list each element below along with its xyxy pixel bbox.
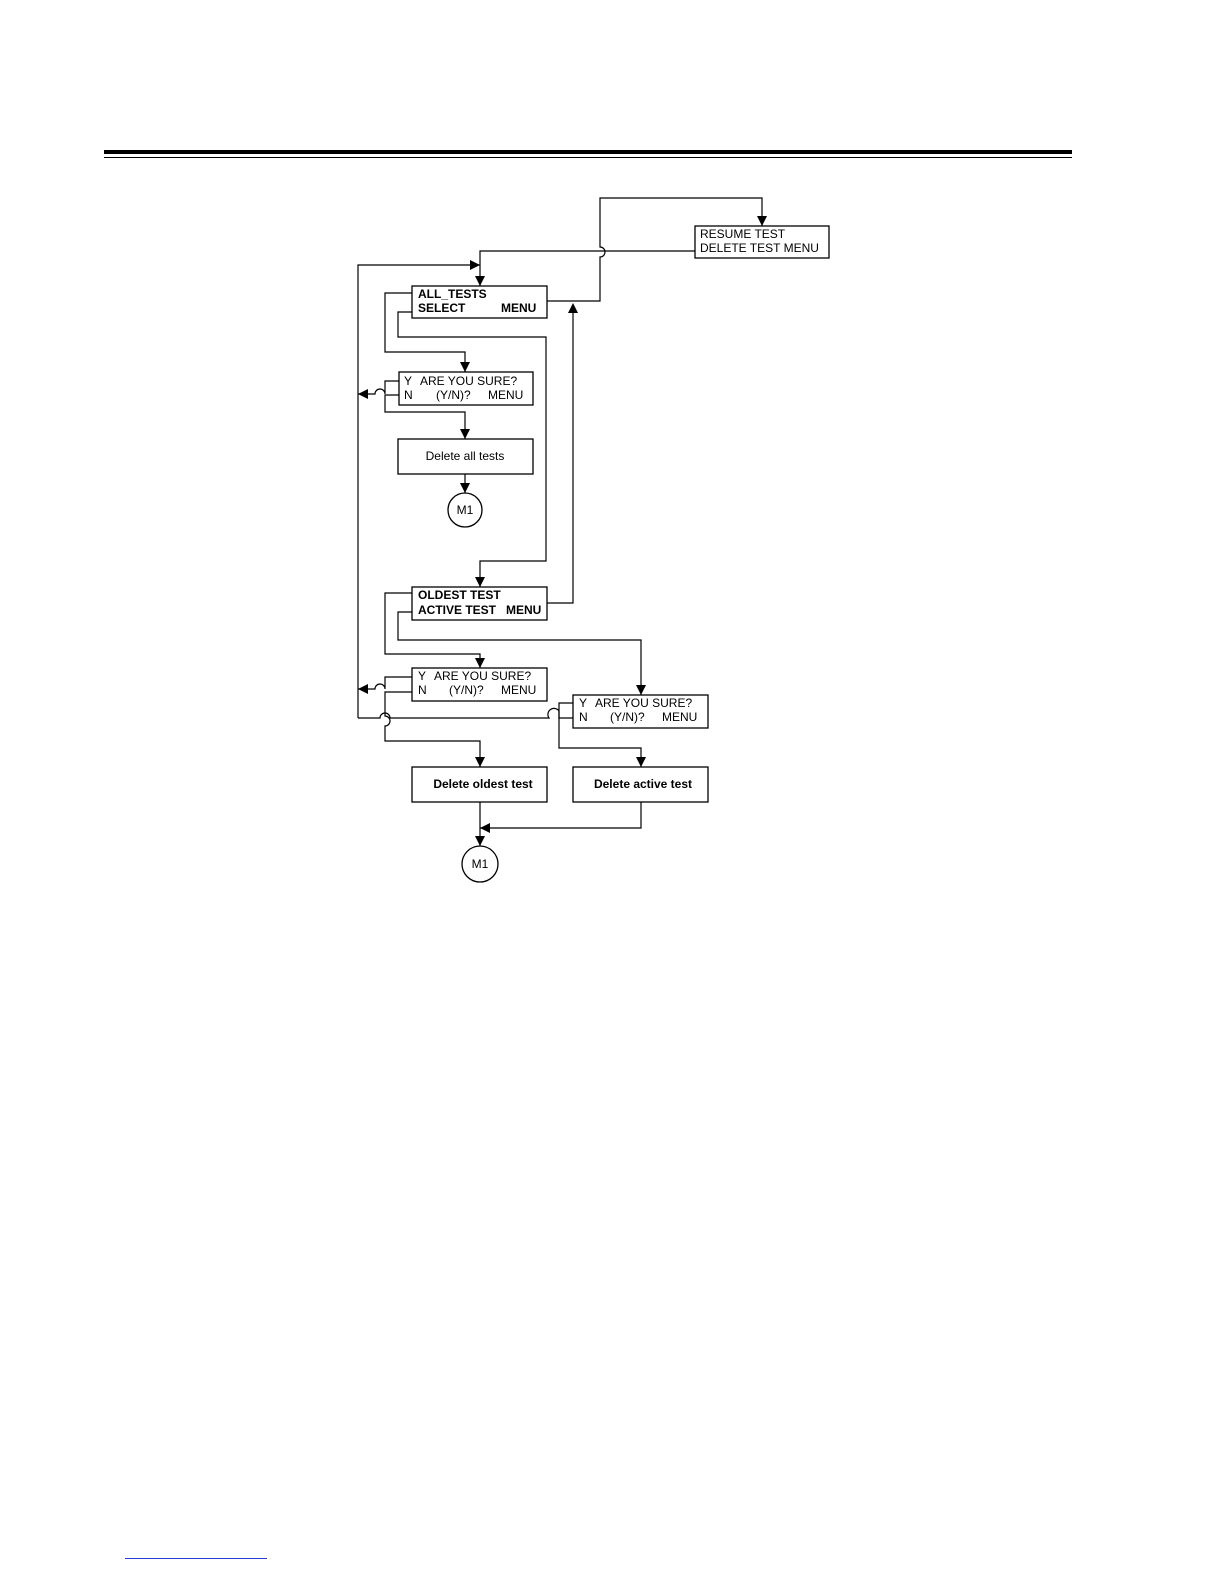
oldest-test-box: OLDEST TEST ACTIVE TEST MENU: [412, 587, 547, 620]
confirm2-menu: MENU: [501, 683, 536, 697]
m1-bottom-label: M1: [472, 857, 489, 871]
confirm1-n: N: [404, 388, 413, 402]
confirm1-yn: (Y/N)?: [436, 388, 471, 402]
confirm1-question: ARE YOU SURE?: [420, 374, 517, 388]
confirm1-y: Y: [404, 374, 412, 388]
delete-all-tests-box: Delete all tests: [398, 439, 533, 474]
delete-active-label: Delete active test: [594, 777, 692, 791]
oldest-menu: MENU: [506, 603, 541, 617]
confirm-box-3: Y ARE YOU SURE? N (Y/N)? MENU: [573, 695, 708, 728]
all-tests-menu: MENU: [501, 301, 536, 315]
m1-connector-top: M1: [448, 493, 482, 527]
confirm3-yn: (Y/N)?: [610, 710, 645, 724]
confirm2-question: ARE YOU SURE?: [434, 669, 531, 683]
resume-test-box: RESUME TEST DELETE TEST MENU: [695, 226, 829, 258]
confirm2-y: Y: [418, 669, 426, 683]
confirm3-n: N: [579, 710, 588, 724]
resume-line1: RESUME TEST: [700, 227, 786, 241]
confirm3-y: Y: [579, 696, 587, 710]
delete-oldest-label: Delete oldest test: [433, 777, 532, 791]
all-tests-line1: ALL_TESTS: [418, 287, 487, 301]
confirm-box-2: Y ARE YOU SURE? N (Y/N)? MENU: [412, 668, 547, 701]
oldest-active: ACTIVE TEST: [418, 603, 497, 617]
all-tests-box: ALL_TESTS SELECT MENU: [412, 286, 547, 318]
footer-link-underline: [125, 1558, 267, 1559]
delete-all-label: Delete all tests: [426, 449, 505, 463]
all-tests-select: SELECT: [418, 301, 466, 315]
oldest-line1: OLDEST TEST: [418, 588, 501, 602]
delete-active-test-box: Delete active test: [573, 767, 708, 802]
delete-oldest-test-box: Delete oldest test: [412, 767, 547, 802]
m1-top-label: M1: [457, 503, 474, 517]
confirm2-yn: (Y/N)?: [449, 683, 484, 697]
m1-connector-bottom: M1: [462, 846, 498, 882]
resume-line2: DELETE TEST MENU: [700, 241, 819, 255]
confirm-box-1: Y ARE YOU SURE? N (Y/N)? MENU: [399, 372, 533, 405]
confirm2-n: N: [418, 683, 427, 697]
confirm3-menu: MENU: [662, 710, 697, 724]
confirm3-question: ARE YOU SURE?: [595, 696, 692, 710]
confirm1-menu: MENU: [488, 388, 523, 402]
